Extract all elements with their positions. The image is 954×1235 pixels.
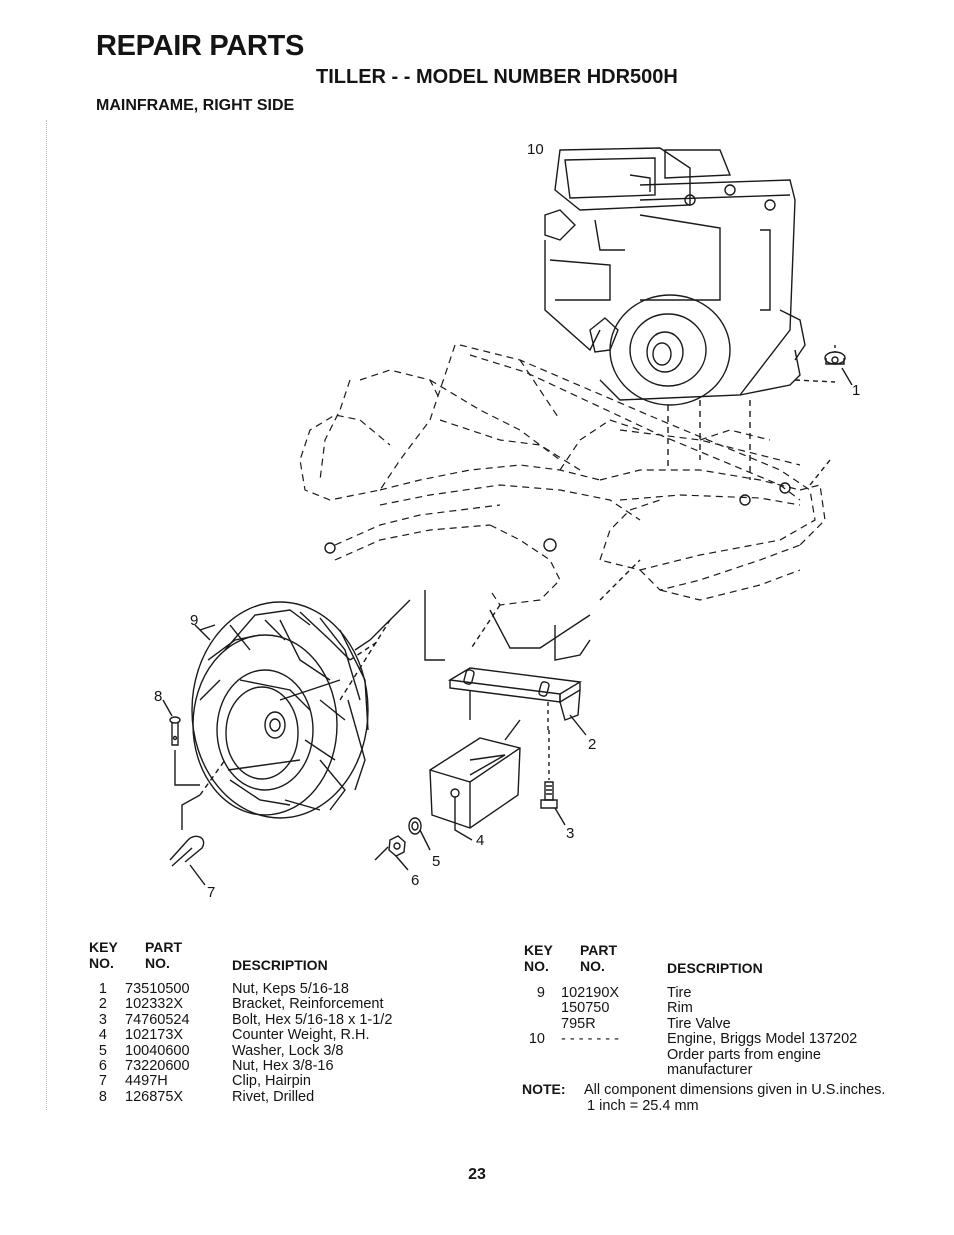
part-key-no: 5: [98, 1042, 107, 1059]
table-row: 9 102190X Tire: [0, 985, 954, 1002]
table-row: 4 102173X Counter Weight, R.H.: [0, 1027, 520, 1044]
part-number: 795R: [561, 1015, 596, 1032]
keps-nut-drawing: [824, 345, 853, 386]
lock-washer-drawing: [408, 817, 431, 851]
table-row: 795R Tire Valve: [0, 1015, 954, 1033]
table-row: 3 74760524 Bolt, Hex 5/16-18 x 1-1/2: [0, 1011, 520, 1029]
col-part-label: PART: [145, 939, 183, 955]
part-description: Bracket, Reinforcement: [232, 996, 384, 1013]
col-no-label: NO.: [89, 955, 114, 971]
callout-5: 5: [432, 853, 441, 870]
table-row: 1 73510500 Nut, Keps 5/16-18: [0, 981, 520, 998]
engine-drawing: [544, 147, 806, 406]
part-key-no: 1: [98, 981, 107, 997]
page-title: REPAIR PARTS: [96, 30, 305, 62]
part-description: Rim: [667, 1000, 693, 1017]
note-label: NOTE:: [522, 1081, 566, 1097]
part-number: 4497H: [125, 1073, 168, 1090]
part-number: 102190X: [561, 985, 620, 1001]
part-description: Washer, Lock 3/8: [232, 1042, 344, 1059]
part-description: Bolt, Hex 5/16-18 x 1-1/2: [232, 1011, 393, 1028]
table-row: 6 73220600 Nut, Hex 3/8-16: [0, 1058, 520, 1075]
col-part-no-label: NO.: [580, 958, 605, 974]
part-number: - - - - - - -: [561, 1031, 619, 1048]
part-description: Tire: [667, 985, 692, 1001]
col-key-label: KEY: [89, 939, 118, 955]
col-part-no-label: NO.: [145, 955, 170, 971]
part-key-no: 6: [98, 1058, 107, 1074]
part-description: Clip, Hairpin: [232, 1073, 311, 1090]
hex-bolt-drawing: [540, 730, 566, 826]
col-key-label: KEY: [524, 942, 553, 958]
part-key-no: 3: [98, 1011, 107, 1028]
part-key-no: 4: [98, 1027, 107, 1044]
model-subtitle: TILLER - - MODEL NUMBER HDR500H: [316, 66, 678, 88]
table-row: 2 102332X Bracket, Reinforcement: [0, 996, 520, 1013]
exploded-parts-diagram: [162, 147, 853, 886]
mainframe-phantom-outline: [299, 344, 826, 606]
callout-1: 1: [852, 382, 861, 399]
part-description: manufacturer: [667, 1062, 753, 1078]
part-number: 73220600: [125, 1058, 190, 1074]
part-key-no: 7: [98, 1073, 107, 1090]
tire-drawing: [191, 601, 369, 819]
note-line-1: All component dimensions given in U.S.in…: [584, 1082, 886, 1098]
col-description-label: DESCRIPTION: [232, 957, 328, 973]
col-description-label: DESCRIPTION: [667, 960, 763, 976]
callout-4: 4: [476, 832, 485, 849]
part-number: 126875X: [125, 1088, 184, 1105]
callout-6: 6: [411, 872, 420, 889]
hairpin-clip-drawing: [169, 794, 206, 886]
margin-scan-line: [46, 120, 47, 1110]
part-number: 102173X: [125, 1027, 184, 1044]
part-key-no: 2: [98, 996, 107, 1013]
col-part-label: PART: [580, 942, 618, 958]
part-description: Engine, Briggs Model 137202: [667, 1031, 858, 1048]
part-number: 73510500: [125, 981, 190, 997]
part-number: 74760524: [125, 1011, 190, 1028]
callout-9: 9: [190, 612, 199, 629]
part-key-no: 9: [536, 985, 545, 1001]
callout-2: 2: [588, 736, 597, 753]
table-row: 5 10040600 Washer, Lock 3/8: [0, 1042, 520, 1060]
counter-weight-drawing: [429, 719, 521, 841]
callout-8: 8: [154, 688, 163, 705]
table-row: 10 - - - - - - - Engine, Briggs Model 1372…: [0, 1031, 954, 1048]
reinforcement-bracket-drawing: [447, 667, 587, 736]
note-line-2: 1 inch = 25.4 mm: [587, 1098, 699, 1114]
part-description: Nut, Hex 3/8-16: [232, 1058, 334, 1074]
part-key-no: 10: [528, 1031, 545, 1048]
part-description: Counter Weight, R.H.: [232, 1027, 370, 1044]
hex-nut-drawing: [374, 835, 409, 871]
part-number: 102332X: [125, 996, 184, 1013]
part-description: Order parts from engine: [667, 1046, 821, 1063]
part-description: Tire Valve: [667, 1015, 731, 1032]
callout-3: 3: [566, 825, 575, 842]
table-row: 7 4497H Clip, Hairpin: [0, 1073, 520, 1090]
drilled-rivet-drawing: [162, 699, 200, 786]
part-description: Nut, Keps 5/16-18: [232, 981, 349, 997]
part-description: Rivet, Drilled: [232, 1088, 315, 1105]
table-row: Order parts from engine: [0, 1046, 954, 1064]
part-number: 10040600: [125, 1042, 190, 1059]
section-title: MAINFRAME, RIGHT SIDE: [96, 97, 295, 114]
callout-7: 7: [207, 884, 216, 901]
callout-10: 10: [527, 141, 544, 158]
page-number: 23: [468, 1166, 486, 1183]
table-row: 150750 Rim: [0, 1000, 954, 1017]
table-row: manufacturer: [0, 1062, 954, 1079]
part-key-no: 8: [98, 1088, 107, 1105]
part-number: 150750: [561, 1000, 610, 1017]
table-row: 8 126875X Rivet, Drilled: [0, 1088, 520, 1106]
col-no-label: NO.: [524, 958, 549, 974]
